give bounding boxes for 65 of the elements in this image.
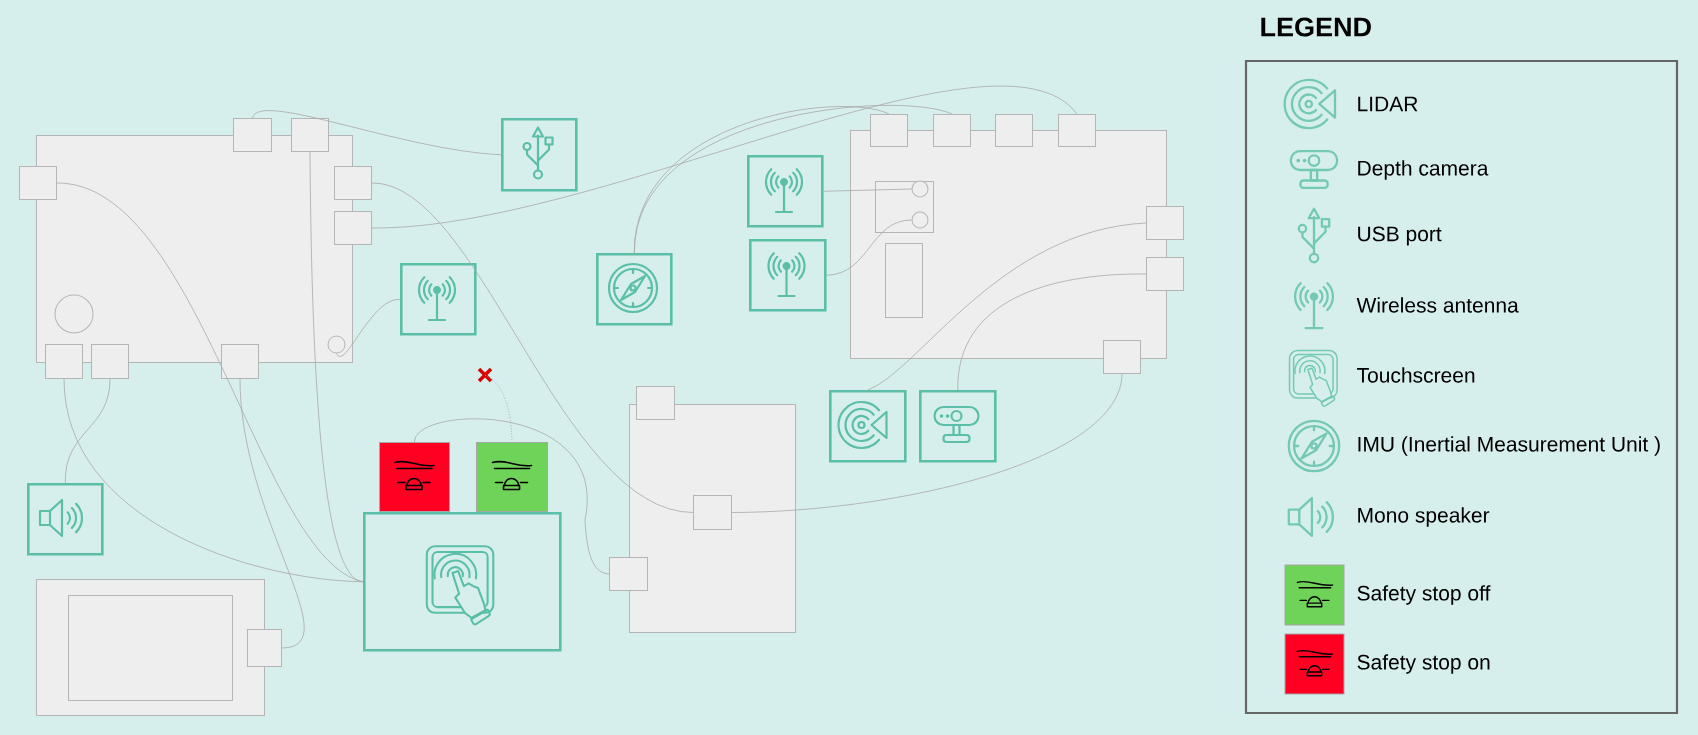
cable-line [63,378,364,583]
cable-line [957,273,1147,391]
legend-label: LIDAR [1358,96,1418,112]
legend-label: USB port [1358,226,1442,246]
connector-port [334,211,372,245]
connector-port [1146,206,1184,240]
legend-label: Wireless antenna [1356,297,1519,313]
cable-line [867,222,1147,391]
circle-outline [327,335,346,354]
connector-port [693,495,732,530]
connector-port [91,344,129,379]
connector-port [1103,340,1141,374]
antenna-device-box [400,263,477,336]
cable-line [336,298,401,357]
connector-port [19,166,57,200]
imu-device-box [596,253,673,326]
usb-device-box [501,118,578,192]
connector-port [233,118,272,152]
cable-line [64,378,111,484]
connector-port [1146,257,1184,291]
board-outline [36,135,353,363]
connector-port [221,344,259,379]
connector-port [636,386,675,420]
safety-stop-box [476,442,548,512]
antenna-device-box [749,239,827,312]
cable-line [414,418,610,575]
cable-line [252,110,502,156]
cable-line [633,105,953,254]
connector-port [45,344,83,379]
legend-title: LEGEND [1261,17,1371,37]
connector-port [1058,114,1096,147]
circle-outline [911,211,929,229]
board-outline [629,404,796,633]
connector-port [870,114,908,147]
cross-mark [477,367,493,383]
safety-stop-box [379,442,450,512]
camera-device-box [919,390,997,463]
circle-outline [54,294,94,334]
board-outline [68,595,233,701]
cable-line [371,182,694,513]
circle-outline [911,180,929,198]
legend-label: Safety stop on [1357,654,1490,674]
connector-port [933,114,971,147]
cable-line [371,86,1078,229]
connector-port [247,629,282,667]
speaker-device-box [27,483,104,556]
cable-line [239,378,305,649]
cable-line [826,219,912,276]
connector-port [609,557,648,591]
lidar-device-box [829,390,907,463]
cable-line [484,374,513,443]
connector-port [291,118,329,152]
connector-port [334,166,372,200]
cable-line [823,188,912,192]
legend-label: IMU (Inertial Measurement Unit ) [1358,436,1660,456]
cable-line [731,373,1123,513]
antenna-device-box [747,155,824,228]
connector-port [885,243,923,318]
legend-label: Touchscreen [1357,367,1475,383]
legend-label: Safety stop off [1357,585,1491,605]
legend-label: Depth camera [1358,160,1489,180]
connector-port [995,114,1033,147]
touchscreen-device-box [363,512,562,652]
legend-label: Mono speaker [1358,507,1490,527]
cable-line [56,182,364,583]
